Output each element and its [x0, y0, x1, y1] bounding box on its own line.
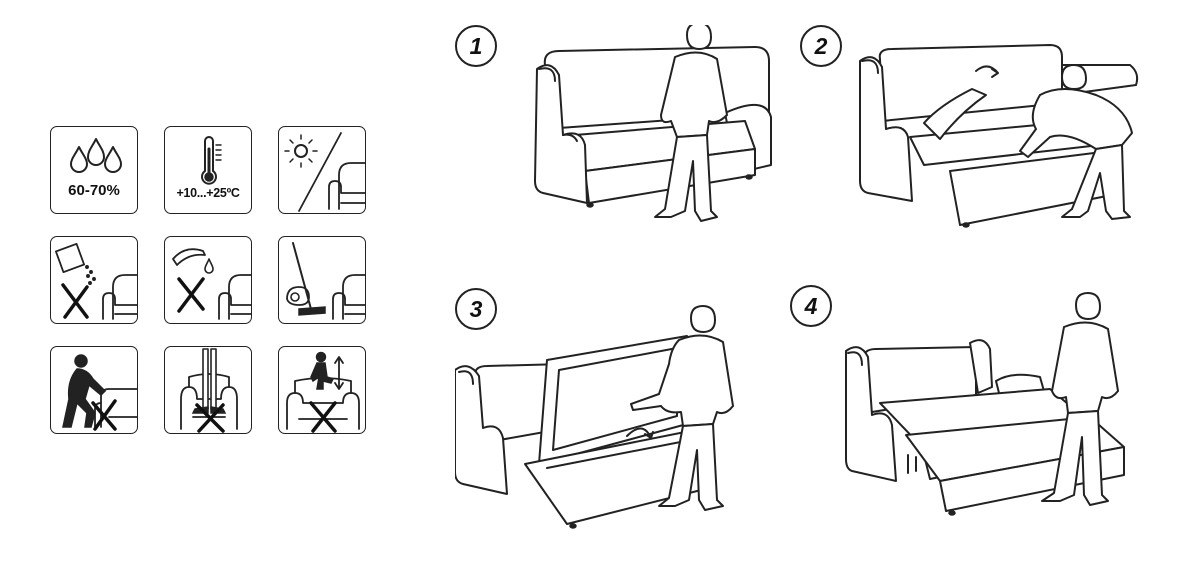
folded-sofa-illustration	[534, 25, 772, 222]
no-standing-on-seat-icon	[180, 348, 238, 433]
no-liquids-care-icon	[164, 236, 252, 324]
vacuum-care-icon	[278, 236, 366, 324]
step-1-number: 1	[469, 32, 483, 59]
step-4-panel: 4	[790, 285, 1130, 535]
no-jumping-care-icon	[278, 346, 366, 434]
no-liquid-spills-icon	[172, 248, 252, 320]
no-jumping-icon	[286, 351, 360, 433]
water-drops-icon	[70, 138, 122, 173]
step-2-number: 2	[814, 32, 828, 59]
step-4-badge: 4	[790, 285, 832, 327]
no-dragging-care-icon	[50, 346, 138, 434]
care-instructions-grid: 60-70% +10...+25ºC	[50, 126, 370, 438]
no-standing-care-icon	[164, 346, 252, 434]
no-chemicals-care-icon	[50, 236, 138, 324]
step-3-badge: 3	[455, 288, 497, 330]
step-1-badge: 1	[455, 25, 497, 67]
pull-out-base-illustration	[859, 44, 1139, 228]
humidity-care-icon: 60-70%	[50, 126, 138, 214]
no-chemical-cleaning-icon	[55, 243, 138, 320]
step-2-badge: 2	[800, 25, 842, 67]
raise-seat-illustration	[455, 305, 734, 529]
step-1-panel: 1	[455, 25, 785, 235]
step-4-number: 4	[804, 292, 818, 319]
step-3-number: 3	[469, 295, 483, 322]
no-dragging-icon	[62, 354, 138, 431]
temperature-care-icon: +10...+25ºC	[164, 126, 252, 214]
step-2-panel: 2	[800, 25, 1160, 235]
unfolded-bed-illustration	[845, 292, 1125, 516]
step-3-panel: 3	[455, 288, 765, 538]
no-direct-sunlight-icon	[284, 132, 366, 212]
vacuum-cleaning-icon	[286, 242, 366, 320]
sunlight-care-icon	[278, 126, 366, 214]
temperature-label: +10...+25ºC	[176, 186, 240, 200]
thermometer-icon	[201, 136, 222, 185]
humidity-label: 60-70%	[68, 182, 120, 199]
